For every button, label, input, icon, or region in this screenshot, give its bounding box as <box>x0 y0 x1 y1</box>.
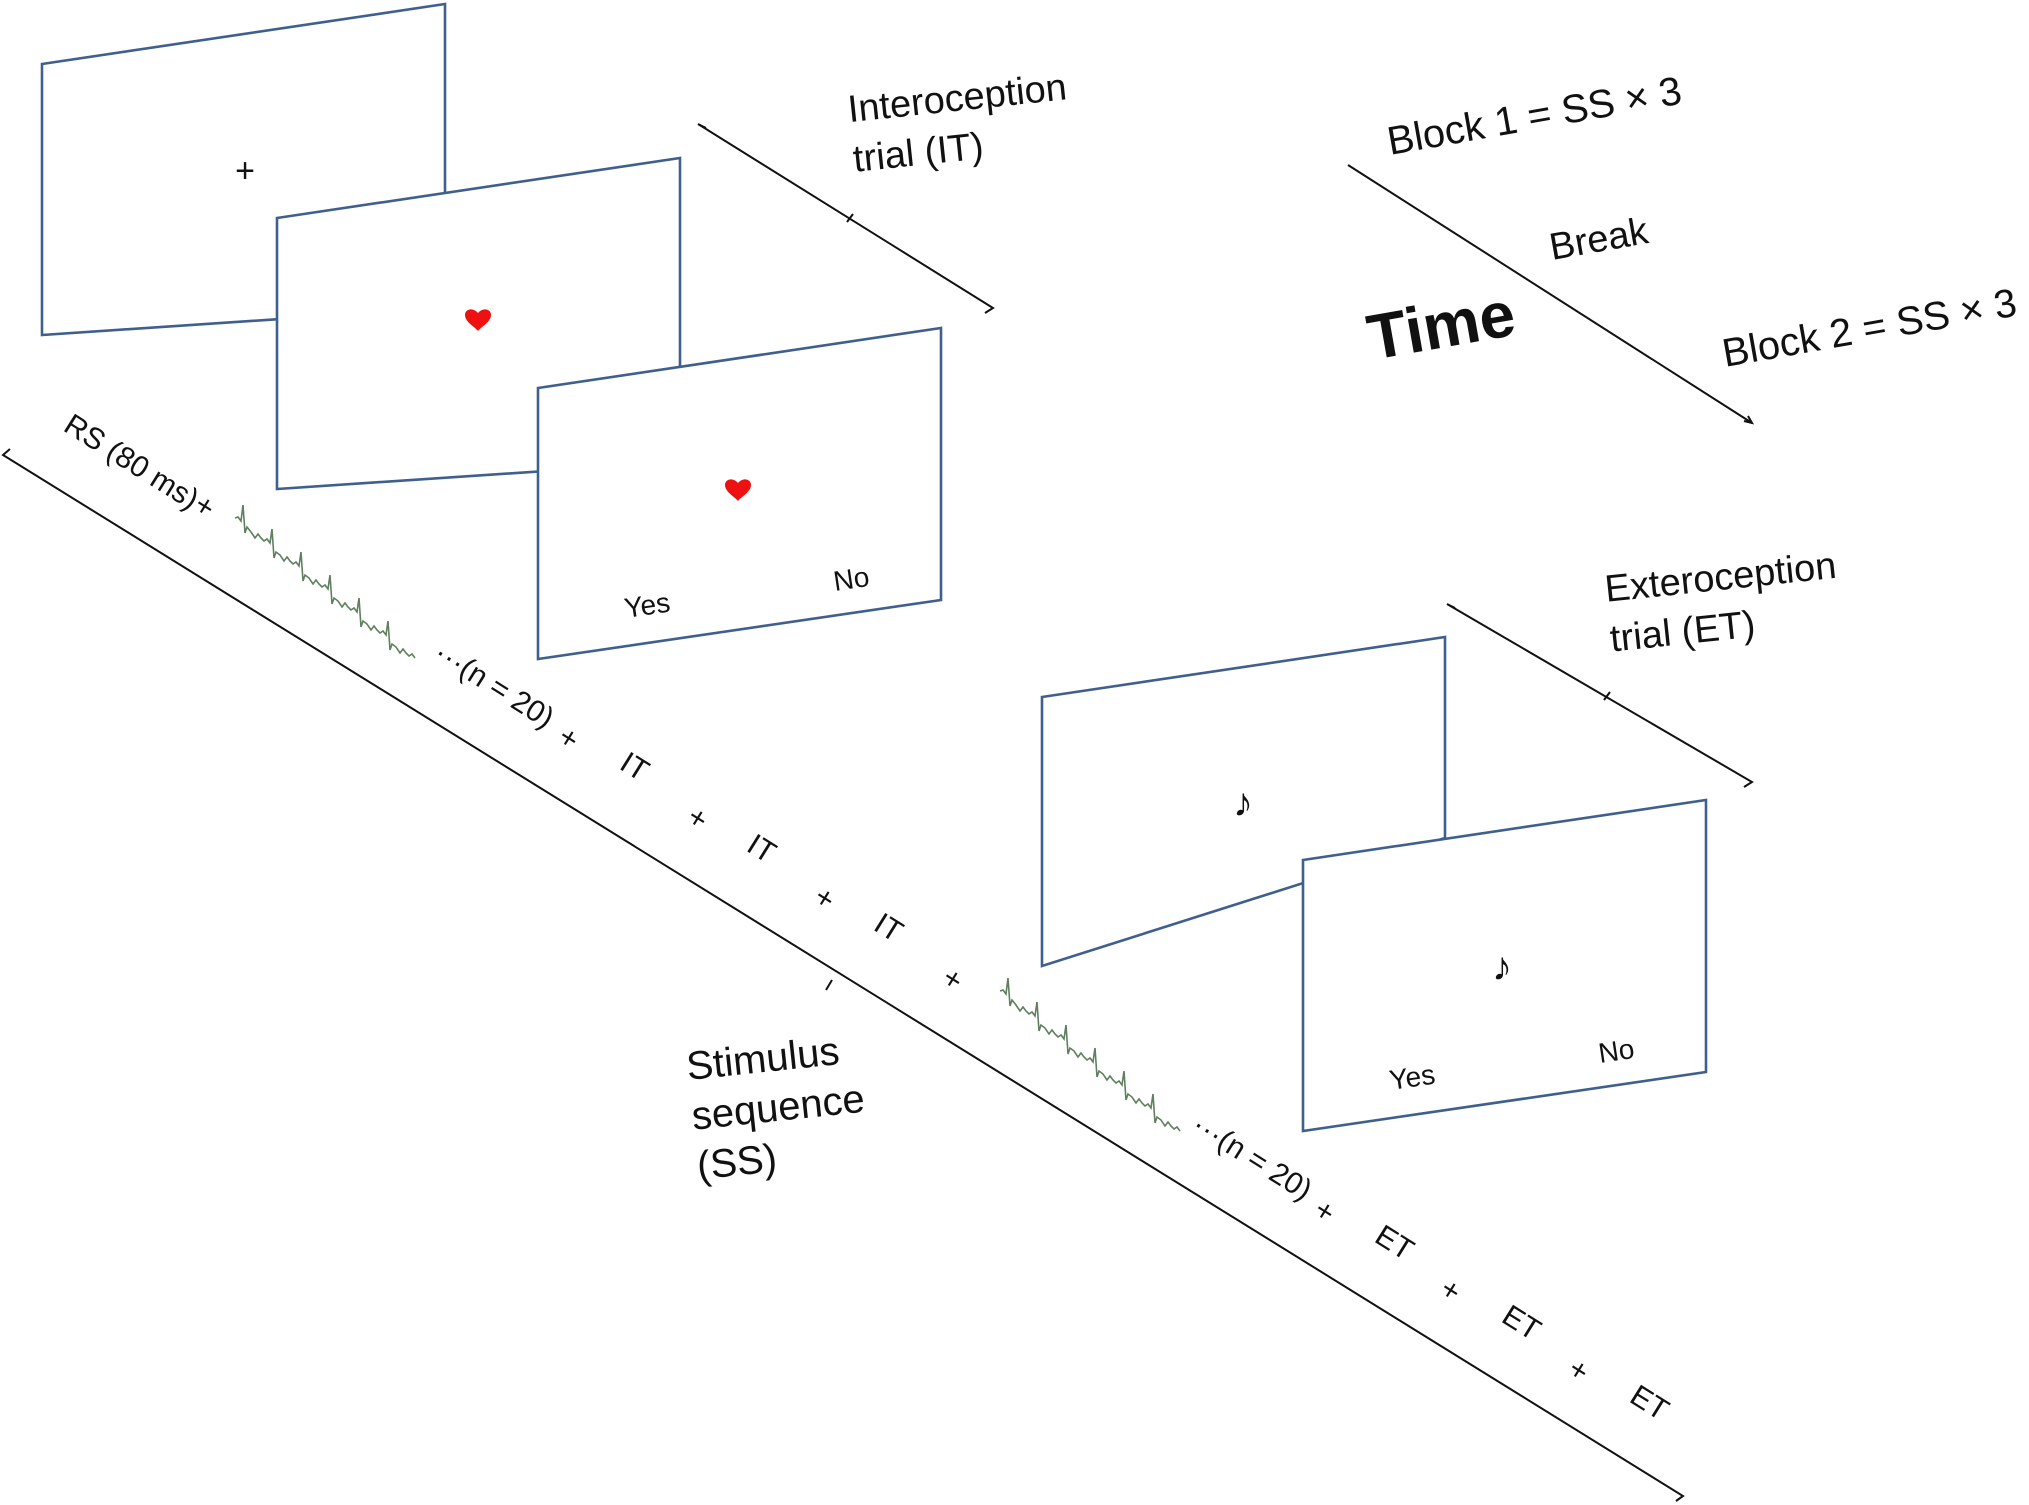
seq-plus: + <box>808 880 840 917</box>
block1-label: Block 1 = SS × 3 <box>1384 69 1685 164</box>
seq-plus: + <box>681 800 713 837</box>
stimulus-sequence-axis <box>1 448 1685 1502</box>
seq-plus: + <box>936 961 968 998</box>
interoception-label: Interoception trial (IT) <box>846 66 1069 180</box>
it-no-option: No <box>831 561 871 597</box>
it-screen-response: Yes No <box>536 326 943 661</box>
ss-label-line1: Stimulus <box>684 1029 841 1089</box>
seq-it: IT <box>868 907 908 949</box>
rs-label: RS (80 ms) <box>58 408 204 516</box>
music-note-icon: ♪ <box>1492 945 1512 989</box>
seq-plus: + <box>1308 1193 1340 1230</box>
seq-plus: + <box>1434 1272 1466 1309</box>
seq-plus: + <box>552 720 584 757</box>
seq-et: ET <box>1624 1379 1674 1427</box>
seq-plus: + <box>1562 1352 1594 1389</box>
n-count: ···(n = 20) <box>1186 1108 1317 1207</box>
exteroception-label: Exteroception trial (ET) <box>1603 545 1838 661</box>
seq-it: IT <box>614 746 654 788</box>
block2-label: Block 2 = SS × 3 <box>1719 281 2020 376</box>
time-label: Time <box>1362 277 1520 374</box>
it-yes-option: Yes <box>622 587 672 624</box>
exteroception-bracket <box>1446 603 1754 788</box>
exteroception-label-line1: Exteroception <box>1603 545 1838 611</box>
et-screen-response: ♪ Yes No <box>1301 798 1708 1133</box>
stimulus-sequence-label: Stimulus sequence (SS) <box>684 1029 866 1188</box>
ecg-trace <box>999 977 1181 1132</box>
et-no-option: No <box>1596 1033 1636 1069</box>
exteroception-label-line2: trial (ET) <box>1608 604 1757 661</box>
music-note-icon: ♪ <box>1233 781 1253 825</box>
ss-label-line3: (SS) <box>695 1136 779 1188</box>
ecg-trace <box>234 504 416 659</box>
et-yes-option: Yes <box>1387 1059 1437 1096</box>
interoception-bracket <box>697 123 995 314</box>
seq-et: ET <box>1369 1219 1419 1267</box>
break-label: Break <box>1546 210 1652 269</box>
fixation-cross: + <box>235 152 255 190</box>
time-arrow <box>1347 164 1755 425</box>
interoception-label-line1: Interoception <box>846 66 1069 131</box>
seq-it: IT <box>741 828 781 870</box>
interoception-label-line2: trial (IT) <box>851 125 986 180</box>
seq-et: ET <box>1496 1299 1546 1347</box>
